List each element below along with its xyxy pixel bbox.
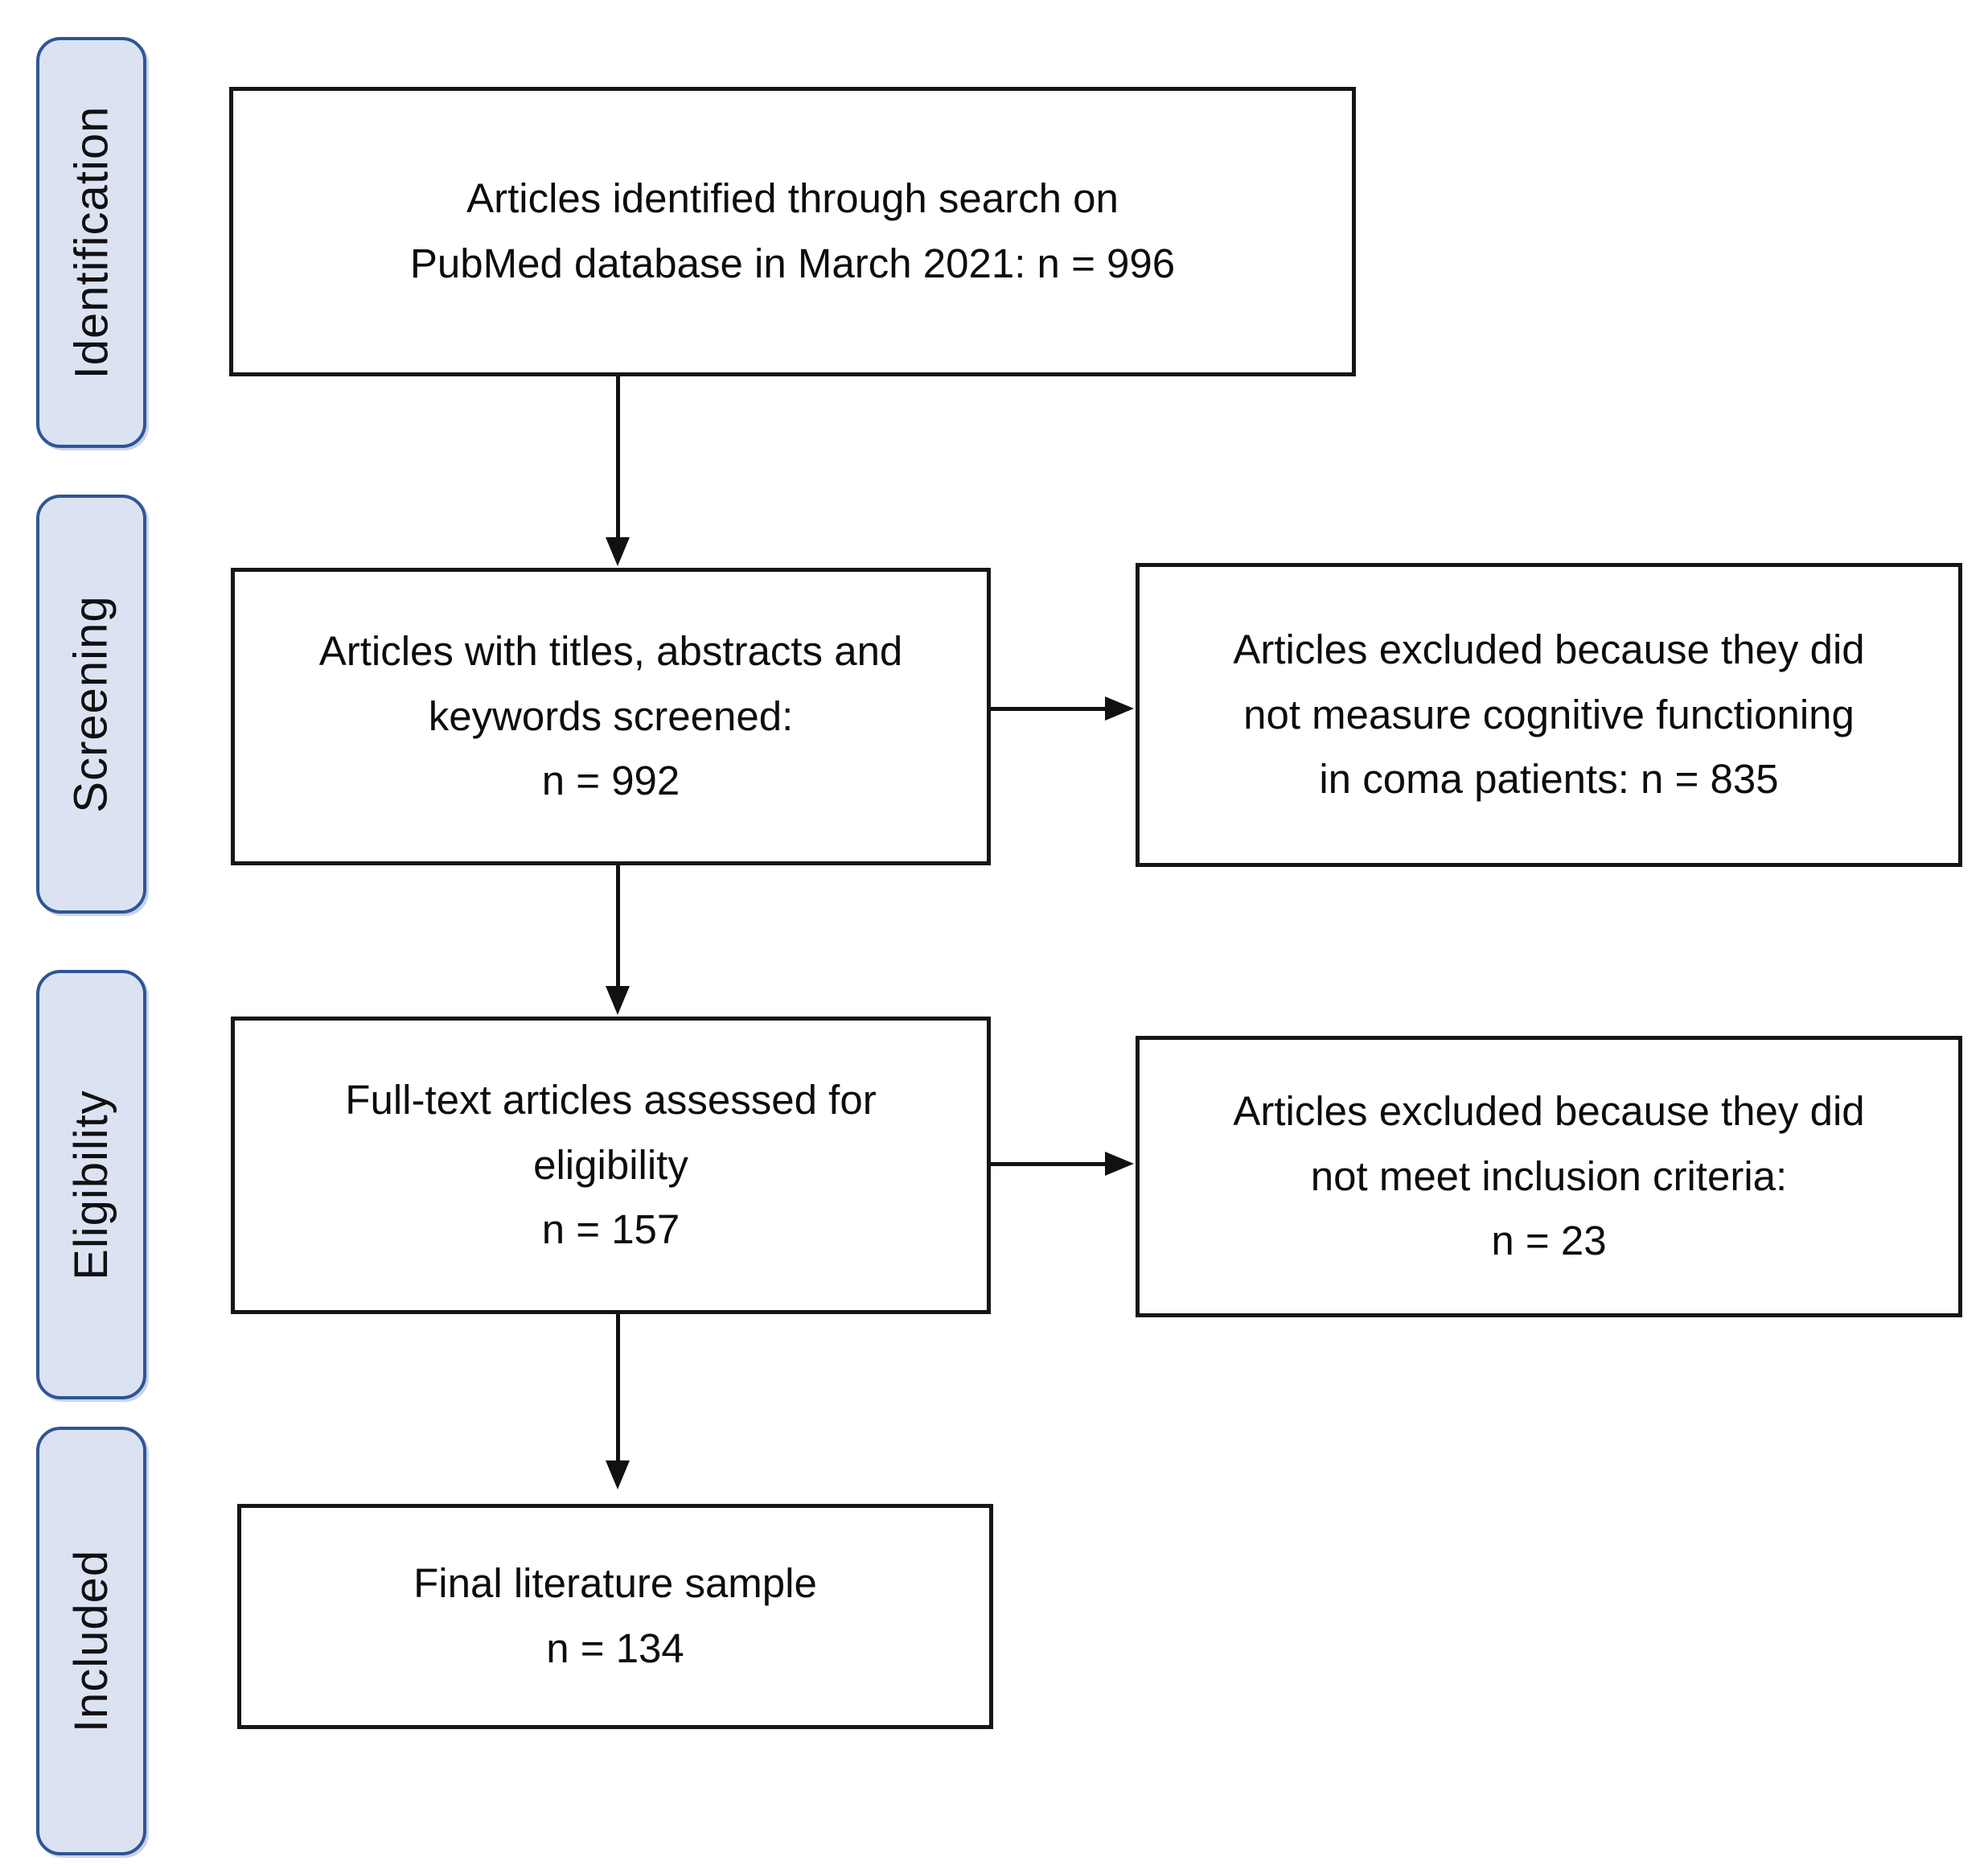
flow-box-text: Articles identified through search on Pu… [409,175,1176,286]
stage-badge-included: Included [36,1427,146,1855]
flow-box-eligibility: Full-text articles assessed for eligibil… [231,1017,991,1314]
stage-label: Eligibility [65,1089,118,1280]
arrow-shaft [615,1314,620,1460]
arrow-head-right-icon [1105,696,1134,721]
stage-label: Identification [65,105,117,380]
arrow-head-down-icon [606,1460,630,1489]
flow-box-identified: Articles identified through search on Pu… [229,87,1356,376]
arrow-head-down-icon [606,986,630,1015]
flow-box-text: Final literature sample n = 134 [413,1560,817,1671]
flow-box-excluded-eligibility: Articles excluded because they did not m… [1136,1036,1962,1317]
stage-badge-screening: Screening [36,495,146,914]
flow-box-excluded-screening: Articles excluded because they did not m… [1136,563,1962,867]
arrow-shaft [615,865,620,986]
arrow-screened-to-eligibility [603,865,632,1015]
arrow-screened-to-excluded [991,694,1134,723]
arrow-eligibility-to-included [603,1314,632,1489]
flow-box-text: Full-text articles assessed for eligibil… [345,1077,877,1253]
flow-box-text: Articles excluded because they did not m… [1233,626,1865,803]
arrow-shaft [615,376,620,537]
stage-badge-identification: Identification [36,37,146,448]
stage-badge-eligibility: Eligibility [36,970,146,1399]
arrow-shaft [991,706,1105,711]
arrow-head-down-icon [606,537,630,566]
arrow-head-right-icon [1105,1152,1134,1176]
flow-box-text: Articles excluded because they did not m… [1233,1088,1865,1264]
arrow-eligibility-to-excluded [991,1149,1134,1178]
stage-label: Included [65,1549,118,1733]
stage-label: Screening [65,595,118,813]
flow-box-screened: Articles with titles, abstracts and keyw… [231,568,991,865]
flow-box-text: Articles with titles, abstracts and keyw… [318,628,903,804]
flow-box-included: Final literature sample n = 134 [237,1504,993,1729]
arrow-identified-to-screened [603,376,632,566]
arrow-shaft [991,1161,1105,1166]
